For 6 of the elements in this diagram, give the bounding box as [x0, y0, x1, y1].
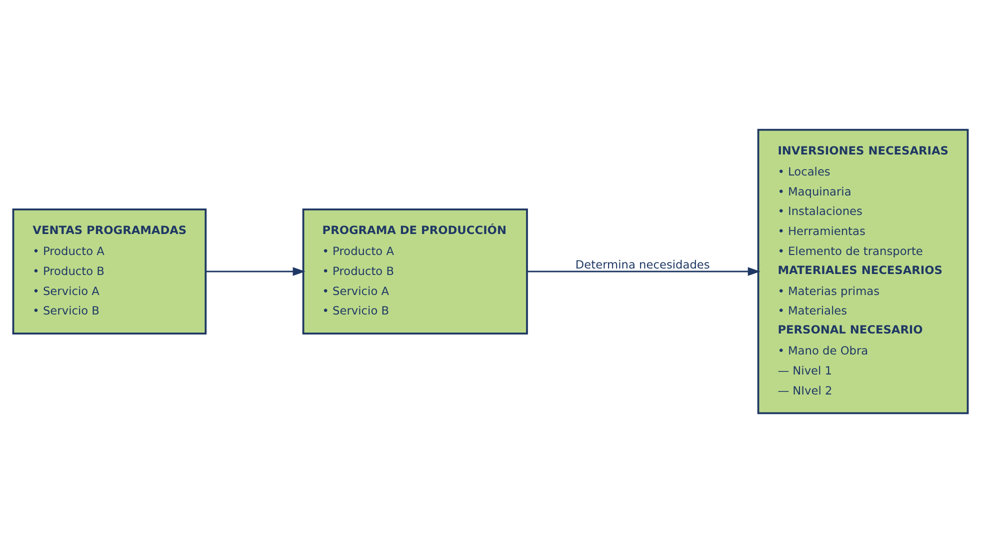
arrow [527, 266, 760, 276]
node-box: INVERSIONES NECESARIAS • Locales • Maquinaria • Instalaciones • Herramientas • Elemento de transporte MATERIALES NECESARIOS • Materias primas • Materiales PERSONAL NECESARIO • Mano de Obra — Nivel 1 — NIvel 2 [757, 128, 969, 414]
node-box: PROGRAMA DE PRODUCCIÓN • Producto A • Producto B • Servicio A • Servicio B [302, 208, 528, 334]
node-box: VENTAS PROGRAMADAS • Producto A • Producto B • Servicio A • Servicio B [12, 208, 207, 334]
edge-label: Determina necesidades [575, 256, 710, 271]
arrow [206, 266, 306, 276]
